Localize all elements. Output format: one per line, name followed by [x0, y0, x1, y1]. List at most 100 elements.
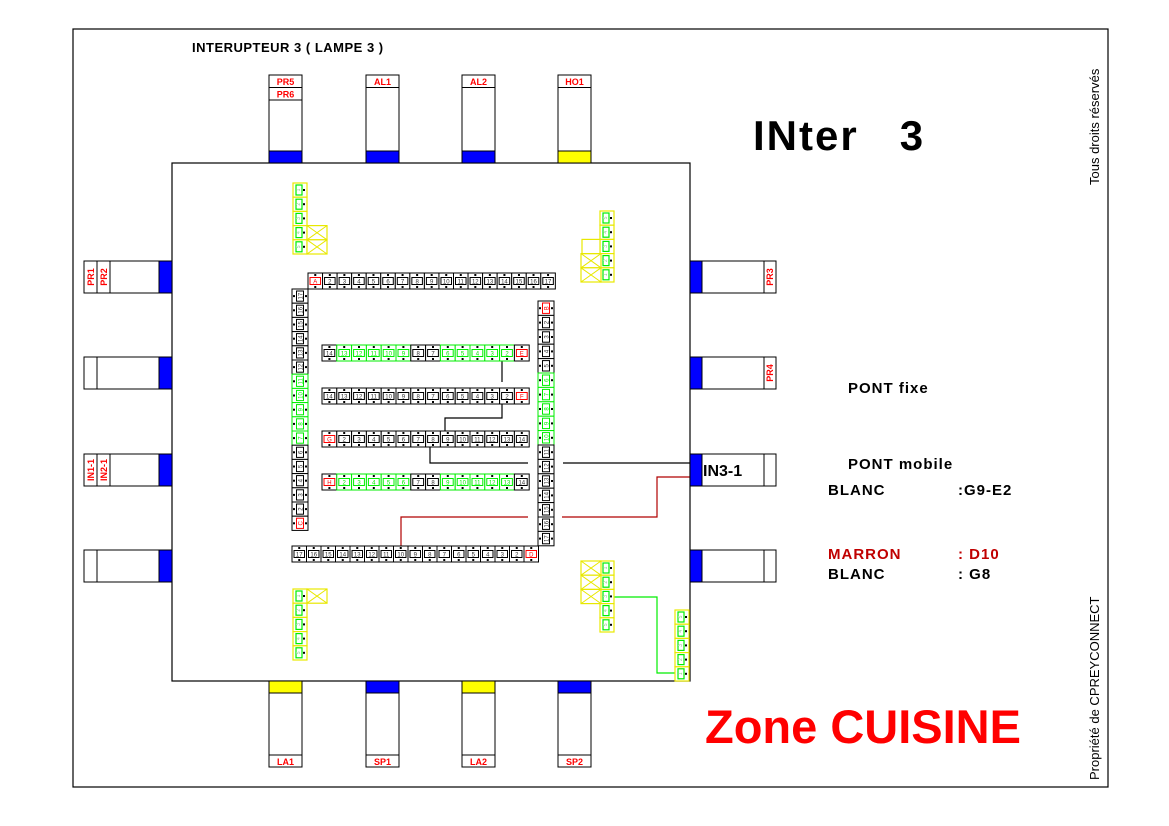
terminal-dot	[491, 444, 494, 446]
terminal-dot	[432, 358, 434, 360]
terminal-cell: 14	[513, 473, 530, 491]
terminal-screw	[482, 550, 494, 558]
connector-band	[365, 150, 400, 164]
terminal-screw	[542, 388, 550, 401]
terminal-screw	[353, 392, 365, 400]
terminal-dot	[293, 295, 295, 298]
terminal-dot	[358, 444, 360, 446]
terminal-label: 13	[504, 481, 511, 487]
owner-text: Propriété de CPREYCONNECT	[1087, 596, 1102, 780]
terminal-cell: 12	[351, 344, 367, 362]
terminal-label: 15	[545, 506, 551, 513]
terminal-dot	[532, 286, 535, 288]
terminal-dot	[539, 422, 541, 425]
connector-band	[158, 260, 173, 294]
connector-bottom: SP2	[557, 680, 592, 768]
terminal-label: B	[545, 306, 551, 310]
terminal-label: 4	[357, 280, 361, 286]
terminal-screw	[323, 435, 336, 443]
terminal-dot	[476, 475, 479, 477]
terminal-dot	[343, 432, 346, 434]
terminal-label: 12	[368, 553, 375, 559]
terminal-screw	[542, 331, 550, 343]
terminal-label: 4	[476, 352, 480, 358]
terminal-label: 17	[545, 280, 552, 286]
terminal-cell: 7	[410, 430, 427, 448]
terminal-dot	[459, 286, 462, 288]
block-dot	[303, 637, 305, 640]
terminal-dot	[461, 444, 464, 446]
terminal-cell: 6	[439, 344, 456, 362]
terminal-dot	[539, 408, 541, 410]
terminal-dot	[314, 274, 317, 276]
terminal-dot	[414, 559, 417, 561]
terminal-dot	[520, 346, 523, 348]
terminal-dot	[293, 351, 295, 354]
terminal-screw	[438, 550, 450, 558]
terminal-cell: 4	[351, 272, 367, 290]
block-label: 2	[296, 203, 302, 206]
terminal-screw	[296, 347, 304, 359]
terminal-dot	[461, 346, 464, 348]
terminal-cell: 9	[407, 545, 423, 563]
block-label: 3	[296, 217, 302, 220]
terminal-cell: 14	[335, 545, 351, 563]
block-label: 3	[296, 623, 302, 626]
terminal-screw	[484, 277, 496, 285]
terminal-screw	[367, 392, 380, 400]
terminal-dot	[472, 559, 475, 561]
terminal-dot	[358, 346, 360, 348]
terminal-label: 8	[428, 553, 432, 559]
terminal-cell: F	[513, 387, 530, 405]
terminal-label: 10	[299, 392, 305, 399]
terminal-dot	[520, 475, 523, 477]
connector-body	[83, 356, 173, 390]
terminal-cell: 2	[509, 545, 525, 563]
terminal-dot	[539, 480, 541, 482]
terminal-dot	[520, 401, 523, 403]
terminal-dot	[539, 350, 541, 353]
terminal-dot	[520, 389, 523, 391]
terminal-dot	[402, 389, 405, 391]
terminal-cell: 13	[291, 345, 309, 361]
terminal-label: 6	[299, 450, 305, 454]
connector-bottom: LA1	[268, 680, 303, 768]
terminal-dot	[372, 475, 375, 477]
cross-icon	[580, 574, 602, 590]
terminal-cell: 7	[537, 386, 555, 403]
terminal-dot	[506, 389, 508, 391]
terminal-label: 15	[516, 280, 523, 286]
terminal-screw	[441, 478, 454, 486]
wire-g8	[429, 446, 528, 464]
terminal-label: 8	[431, 481, 435, 487]
terminal-screw	[353, 349, 365, 357]
terminal-label: 11	[383, 553, 390, 559]
terminal-dot	[446, 487, 449, 489]
terminal-cell: 12	[291, 359, 309, 375]
terminal-dot	[293, 337, 295, 340]
terminal-dot	[506, 358, 508, 360]
terminal-label: E	[520, 352, 524, 358]
terminal-label: 14	[518, 481, 525, 487]
terminal-dot	[491, 475, 494, 477]
terminal-screw	[542, 360, 550, 372]
terminal-dot	[312, 547, 315, 549]
terminal-dot	[506, 487, 508, 489]
terminal-cell: 17	[540, 272, 556, 290]
terminal-screw	[296, 475, 304, 487]
block-dot	[610, 245, 612, 248]
terminal-screw	[409, 550, 421, 558]
terminal-screw	[542, 460, 550, 473]
terminal-dot	[387, 389, 390, 391]
terminal-cell: 4	[537, 343, 555, 360]
terminal-cell: 10	[380, 344, 397, 362]
terminal-cell: 14	[321, 344, 338, 362]
terminal-label: 3	[357, 438, 361, 444]
terminal-label: 10	[459, 438, 466, 444]
terminal-dot	[293, 508, 295, 511]
terminal-screw	[455, 277, 467, 285]
terminal-cell: 5	[380, 430, 397, 448]
